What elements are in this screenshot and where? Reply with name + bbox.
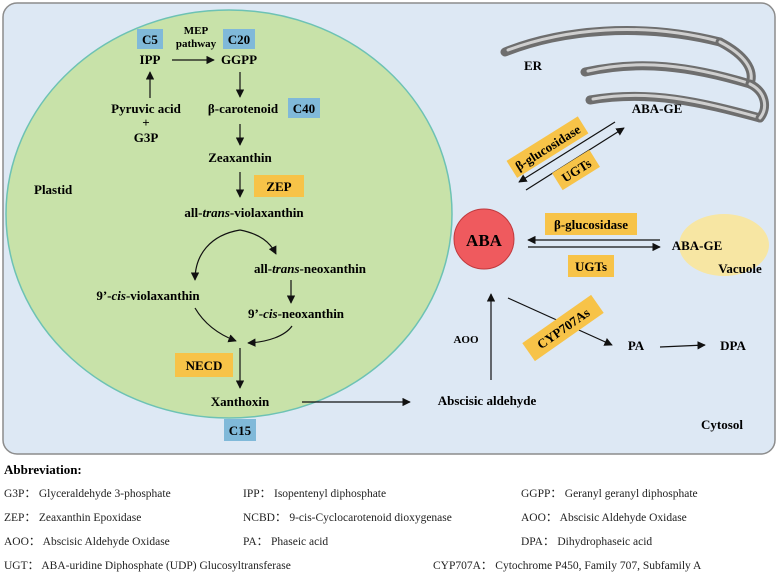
9-cis-neoxanthin-label: 9’-cis-neoxanthin bbox=[248, 306, 345, 321]
c15-badge bbox=[224, 419, 256, 441]
arrow-split-left bbox=[190, 229, 241, 281]
arrow-cisviol-merge bbox=[194, 307, 237, 343]
vacuole-label: Vacuole bbox=[718, 261, 762, 276]
c15-label: C15 bbox=[229, 423, 252, 438]
abbr-ipp: IPP： Isopentenyl diphosphate bbox=[243, 488, 386, 500]
beta-carotenoid-label: β-carotenoid bbox=[208, 101, 279, 116]
abbr-cyp707a: CYP707A： Cytochrome P450, Family 707, Su… bbox=[433, 560, 702, 572]
c5-badge bbox=[137, 29, 163, 49]
all-trans-violaxanthin-label: all-trans-violaxanthin bbox=[184, 205, 304, 220]
cyp707as-badge bbox=[522, 294, 604, 362]
9-cis-violaxanthin-label: 9’-cis-violaxanthin bbox=[96, 288, 200, 303]
zep-badge bbox=[254, 175, 304, 197]
pyruvic-acid-label: Pyruvic acid bbox=[111, 101, 181, 116]
vacuole-icon bbox=[679, 214, 769, 276]
plastid-label: Plastid bbox=[34, 182, 73, 197]
abbr-ugt: UGT： ABA-uridine Diphosphate (UDP) Gluco… bbox=[4, 560, 291, 572]
arrow-cisneo-merge bbox=[247, 325, 293, 347]
arrow-abage-to-aba bbox=[518, 121, 616, 183]
abbr-zep: ZEP： Zeaxanthin Epoxidase bbox=[4, 512, 141, 524]
zep-label: ZEP bbox=[266, 179, 291, 194]
endoplasmic-reticulum-icon bbox=[500, 26, 770, 123]
beta-glucosidase-vac-badge bbox=[545, 213, 637, 235]
er-label: ER bbox=[524, 58, 543, 73]
aba-ge-vac-label: ABA-GE bbox=[672, 238, 723, 253]
c20-label: C20 bbox=[228, 32, 250, 47]
abbr-aoo: AOO： Abscisic Aldehyde Oxidase bbox=[4, 536, 170, 548]
dpa-label: DPA bbox=[720, 338, 746, 353]
necd-badge bbox=[175, 353, 233, 377]
abscisic-aldehyde-label: Abscisic aldehyde bbox=[438, 393, 537, 408]
c5-label: C5 bbox=[142, 32, 158, 47]
pa-label: PA bbox=[628, 338, 645, 353]
zeaxanthin-label: Zeaxanthin bbox=[208, 150, 272, 165]
ugts-vac-label: UGTs bbox=[575, 259, 607, 274]
arrow-split-right bbox=[239, 229, 277, 255]
ipp-label: IPP bbox=[140, 52, 161, 67]
abbr-aoo-right: AOO： Abscisic Aldehyde Oxidase bbox=[521, 512, 687, 524]
beta-glucosidase-vac-label: β-glucosidase bbox=[554, 217, 628, 232]
all-trans-neoxanthin-label: all-trans-neoxanthin bbox=[254, 261, 367, 276]
arrow-pa-to-dpa bbox=[659, 341, 706, 350]
cytosol-label: Cytosol bbox=[701, 417, 743, 432]
g3p-label: G3P bbox=[134, 130, 159, 145]
abbr-g3p: G3P： Glyceraldehyde 3-phosphate bbox=[4, 488, 171, 500]
aba-circle bbox=[453, 208, 515, 270]
abbr-ncbd: NCBD： 9-cis-Cyclocarotenoid dioxygenase bbox=[243, 512, 452, 524]
aoo-label: AOO bbox=[453, 334, 479, 346]
abbr-ggpp: GGPP： Geranyl geranyl diphosphate bbox=[521, 488, 698, 500]
plastid-icon bbox=[5, 9, 453, 419]
beta-glucosidase-er-badge bbox=[506, 116, 589, 178]
aba-label: ABA bbox=[466, 231, 503, 250]
necd-label: NECD bbox=[186, 358, 223, 373]
ggpp-label: GGPP bbox=[221, 52, 257, 67]
xanthoxin-label: Xanthoxin bbox=[211, 394, 270, 409]
abbr-dpa: DPA： Dihydrophaseic acid bbox=[521, 536, 652, 548]
c20-badge bbox=[223, 29, 255, 49]
mep-label-line2: pathway bbox=[176, 38, 217, 50]
abbreviation-title: Abbreviation: bbox=[4, 462, 82, 477]
abbr-pa: PA： Phaseic acid bbox=[243, 536, 328, 548]
plus-label: + bbox=[142, 115, 149, 130]
ugts-er-badge bbox=[552, 149, 600, 191]
c40-label: C40 bbox=[293, 101, 315, 116]
c40-badge bbox=[288, 98, 320, 118]
aba-ge-er-label: ABA-GE bbox=[632, 101, 683, 116]
ugts-vac-badge bbox=[568, 255, 614, 277]
mep-label-line1: MEP bbox=[184, 25, 209, 37]
